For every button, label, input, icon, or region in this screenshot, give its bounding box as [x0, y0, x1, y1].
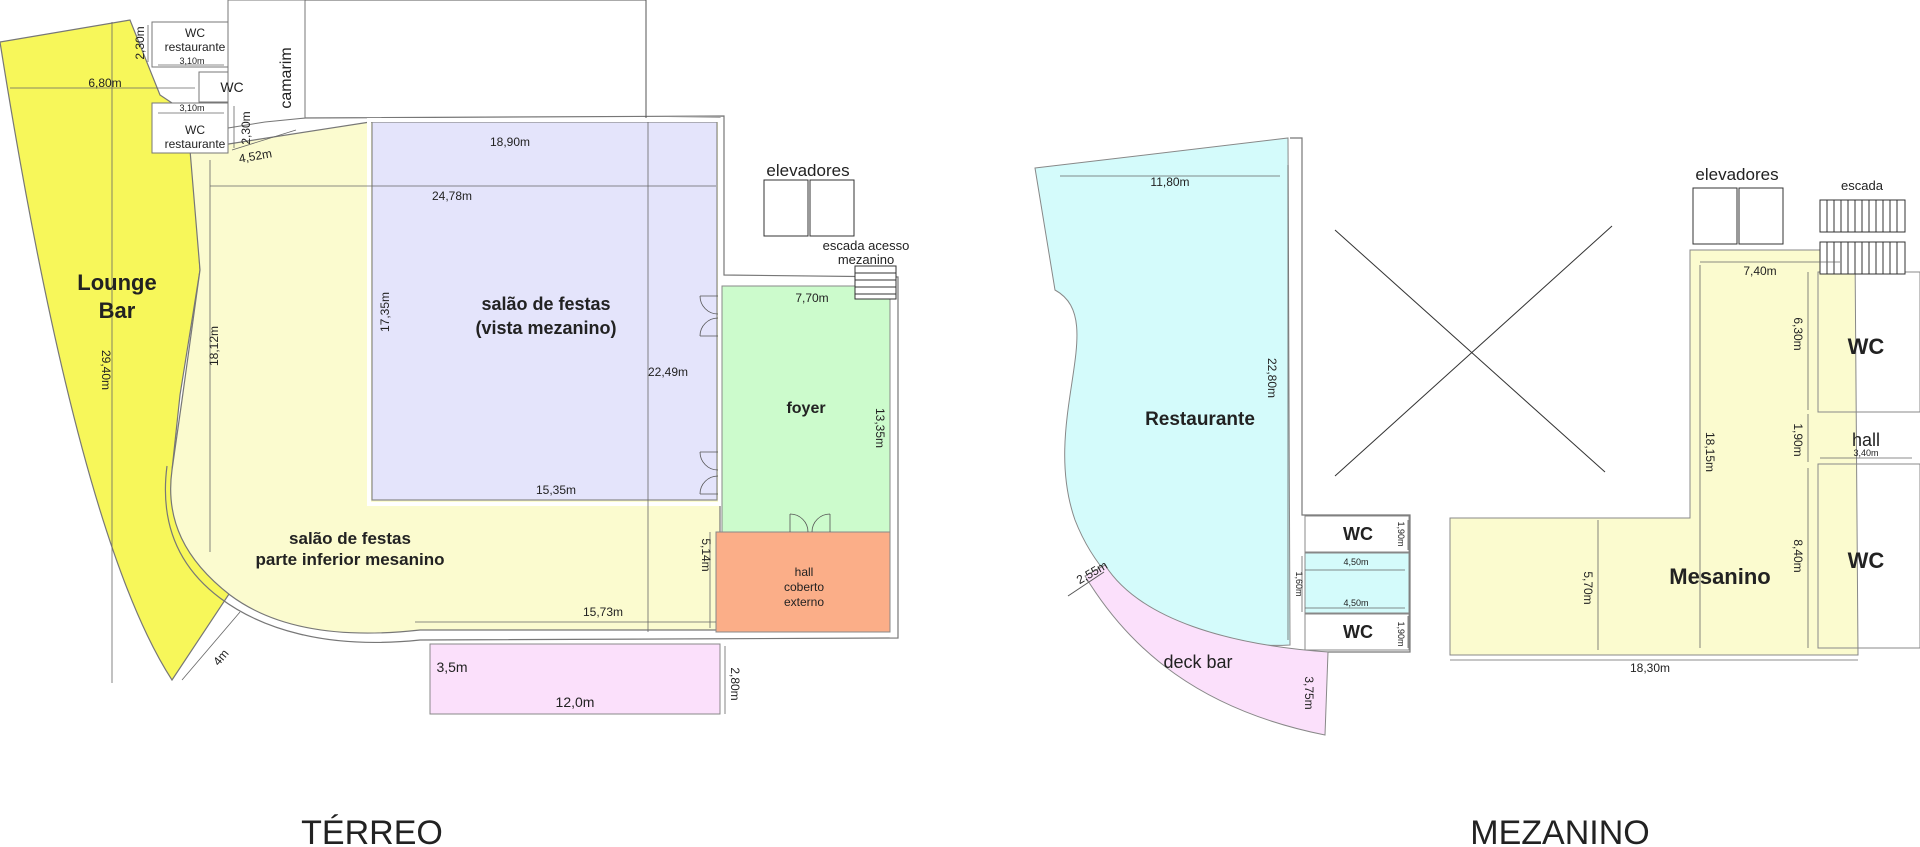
wc-mez-1-label: WC — [1343, 524, 1373, 544]
hall-label-2: coberto — [784, 580, 824, 594]
dim-375: 3,75m — [1302, 676, 1316, 709]
dim-450-a: 4,50m — [1343, 557, 1368, 567]
dim-680: 6,80m — [88, 76, 121, 90]
dim-190-c: 1,90m — [1791, 423, 1805, 456]
salao-mez-label-2: (vista mezanino) — [475, 318, 616, 338]
hall-label-1: hall — [795, 565, 814, 579]
dim-514: 5,14m — [699, 538, 713, 571]
restaurante-label: Restaurante — [1145, 409, 1255, 430]
wc-mez-bottom-label: WC — [1848, 548, 1885, 573]
dim-1830: 18,30m — [1630, 661, 1670, 675]
lounge-bar-label-1: Lounge — [77, 270, 156, 295]
terreo-outer-wall — [164, 115, 899, 643]
mezanino-dimension-lines — [1060, 165, 1912, 661]
camarim-room — [227, 0, 306, 129]
elevator-mez-2 — [1738, 187, 1784, 245]
salao-festas-room — [371, 121, 718, 501]
dim-630: 6,30m — [1791, 317, 1805, 350]
dim-1335: 13,35m — [873, 408, 887, 448]
deck-bar-area — [1084, 564, 1329, 736]
deck-bar-label: deck bar — [1163, 652, 1232, 672]
dim-740: 7,40m — [1743, 264, 1776, 278]
void-x-icon — [1334, 225, 1613, 477]
deck-terreo-area — [429, 643, 721, 715]
terreo-title: TÉRREO — [301, 814, 443, 847]
dim-1815: 18,15m — [1703, 432, 1717, 472]
mesanino-label: Mesanino — [1669, 564, 1770, 589]
elevadores-label: elevadores — [766, 161, 849, 180]
escada-label-1: escada acesso — [823, 238, 910, 253]
dim-4m: 4m — [210, 647, 231, 669]
hall-mez-label: hall — [1852, 430, 1880, 450]
foyer-room — [721, 285, 891, 533]
dim-160: 1,60m — [1294, 571, 1304, 596]
camarim-label: camarim — [278, 47, 295, 108]
dim-2478: 24,78m — [432, 189, 472, 203]
dim-452: 4,52m — [238, 146, 273, 166]
dim-310-top: 3,10m — [179, 56, 204, 66]
wc-label: WC — [220, 79, 243, 95]
dim-1812: 18,12m — [207, 326, 221, 366]
dim-2280: 22,80m — [1265, 358, 1279, 398]
wc-restaurante-top-label-1: WC — [185, 26, 205, 40]
escada-mez-label: escada — [1841, 178, 1884, 193]
dim-35: 3,5m — [436, 659, 467, 675]
dim-1535: 15,35m — [536, 483, 576, 497]
mezanino-title: MEZANINO — [1470, 814, 1649, 847]
wc-restaurante-bottom-label-1: WC — [185, 123, 205, 137]
wc-restaurante-bottom-label-2: restaurante — [165, 137, 226, 151]
salao-inf-label-1: salão de festas — [289, 529, 411, 548]
wc-mez-1-room — [1304, 515, 1410, 553]
dim-1890: 18,90m — [490, 135, 530, 149]
hall-coberto-room — [715, 531, 891, 633]
dim-120: 12,0m — [556, 694, 595, 710]
elevadores-mez-label: elevadores — [1695, 165, 1778, 184]
dim-340: 3,40m — [1853, 448, 1878, 458]
wc-restaurante-top-room — [151, 21, 229, 68]
dim-1573: 15,73m — [583, 605, 623, 619]
dim-230-top: 2,30m — [133, 26, 147, 59]
wc-mez-2-room — [1304, 613, 1410, 651]
salao-mez-label-1: salão de festas — [481, 294, 610, 314]
wc-mez-corridor — [1304, 552, 1410, 614]
dim-190-a: 1,90m — [1396, 521, 1406, 546]
dim-280: 2,80m — [728, 667, 742, 700]
dim-450-b: 4,50m — [1343, 598, 1368, 608]
wc-mez-top-label: WC — [1848, 334, 1885, 359]
door-icons — [699, 295, 831, 533]
restaurante-room — [1034, 137, 1291, 646]
elevator-1 — [763, 179, 809, 237]
terreo-dimension-lines — [10, 22, 726, 714]
dim-2249: 22,49m — [648, 365, 688, 379]
dim-2940: 29,40m — [99, 350, 113, 390]
wc-mez-bottom-room — [1817, 463, 1920, 649]
foyer-label: foyer — [786, 400, 825, 417]
escada-label-2: mezanino — [838, 252, 894, 267]
dim-230-bot: 2,30m — [239, 111, 253, 144]
dim-1735: 17,35m — [378, 292, 392, 332]
dim-190-b: 1,90m — [1396, 621, 1406, 646]
elevator-mez-1 — [1692, 187, 1738, 245]
wc-mez-2-label: WC — [1343, 622, 1373, 642]
lounge-bar-label-2: Bar — [99, 298, 136, 323]
hall-label-3: externo — [784, 595, 824, 609]
wc-restaurante-top-label-2: restaurante — [165, 40, 226, 54]
salao-inf-label-2: parte inferior mesanino — [256, 550, 445, 569]
dim-770: 7,70m — [795, 291, 828, 305]
dim-310-bot: 3,10m — [179, 103, 204, 113]
dim-570: 5,70m — [1581, 571, 1595, 604]
elevator-2 — [809, 179, 855, 237]
escada-acesso-icon — [854, 265, 897, 300]
dim-840: 8,40m — [1791, 539, 1805, 572]
dim-1180: 11,80m — [1150, 175, 1189, 189]
terreo-top-outline — [305, 0, 647, 118]
escada-mez-icon — [1819, 199, 1906, 275]
